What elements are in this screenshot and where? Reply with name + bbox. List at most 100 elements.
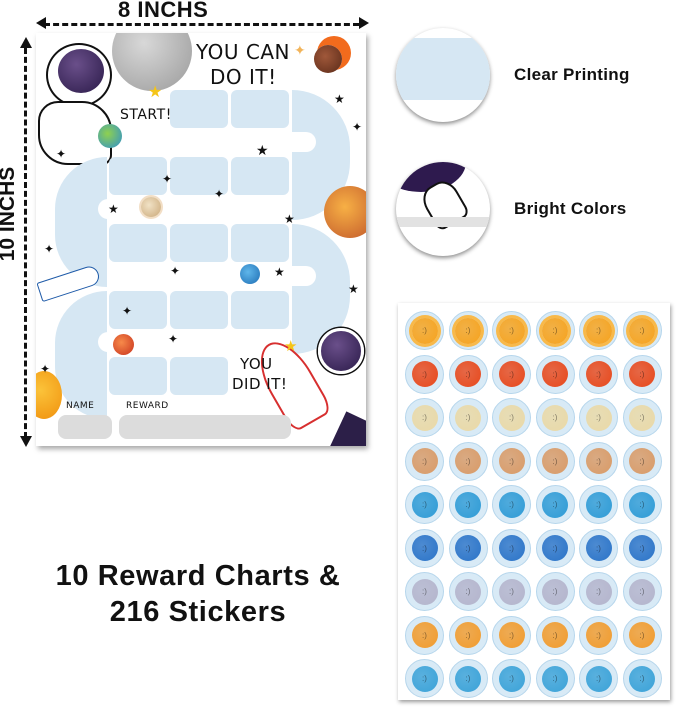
sticker-uranus: :) <box>622 485 662 524</box>
path-gap <box>276 266 316 286</box>
earth-icon: :) <box>585 665 612 692</box>
mars-icon: :) <box>542 361 568 387</box>
sticker-mars: :) <box>579 354 618 394</box>
sticker-venus: :) <box>492 615 531 655</box>
sticker-jupiter: :) <box>579 398 618 437</box>
jupiter-icon: :) <box>411 404 438 431</box>
sparkle-icon: ✦ <box>294 42 306 58</box>
height-dimension-label: 10 INCHS <box>0 154 20 274</box>
sticker-neptune: :) <box>579 528 618 568</box>
mars-icon: :) <box>498 361 525 387</box>
sticker-saturn: :) <box>492 441 531 481</box>
sticker-neptune: :) <box>405 528 444 568</box>
neptune-icon: :) <box>542 535 568 561</box>
sticker-sheet: :):):):):):):):):):):):):):):):):):):):)… <box>398 303 670 700</box>
sticker-jupiter: :) <box>405 398 444 437</box>
sun-icon: :) <box>542 317 568 344</box>
venus-icon: :) <box>542 622 568 648</box>
mars-icon: :) <box>411 361 438 387</box>
saturn-icon: :) <box>411 448 438 474</box>
top-caption-line1: YOU CAN <box>196 40 290 64</box>
uranus-icon: :) <box>542 491 568 518</box>
sticker-earth: :) <box>492 659 531 698</box>
reward-chart-board: ✦ YOU CAN DO IT! ★ START! ★ YOU DID IT! … <box>36 33 366 446</box>
sun-icon: :) <box>411 317 438 344</box>
star-icon: ✦ <box>162 172 173 186</box>
reward-label: REWARD <box>126 401 169 411</box>
sticker-neptune: :) <box>535 528 575 568</box>
sticker-jupiter: :) <box>535 398 575 437</box>
sticker-saturn: :) <box>622 441 662 481</box>
sticker-jupiter: :) <box>622 398 662 437</box>
width-dimension-label: 8 INCHS <box>118 0 209 22</box>
sticker-neptune: :) <box>448 528 488 568</box>
star-icon: ★ <box>148 84 163 101</box>
path-tile <box>109 357 167 395</box>
star-icon: ✦ <box>122 304 133 318</box>
neptune-icon: :) <box>629 535 655 561</box>
astronaut-helmet-icon <box>318 328 364 374</box>
sticker-venus: :) <box>448 615 488 655</box>
star-icon: ★ <box>334 92 345 106</box>
star-icon: ★ <box>274 265 285 279</box>
sticker-neptune: :) <box>622 528 662 568</box>
mars-icon: :) <box>629 361 655 387</box>
sticker-sun: :) <box>492 311 531 350</box>
sticker-earth: :) <box>405 659 444 698</box>
saturn-icon: :) <box>542 448 568 474</box>
path-tile <box>109 157 167 195</box>
mars-icon: :) <box>585 361 612 387</box>
path-tile <box>170 157 228 195</box>
neptune-icon <box>240 264 260 284</box>
sticker-earth: :) <box>622 659 662 698</box>
sticker-earth: :) <box>579 659 618 698</box>
sticker-saturn: :) <box>535 441 575 481</box>
space-corner <box>329 411 366 446</box>
sticker-sun: :) <box>579 311 618 350</box>
uranus-icon: :) <box>585 491 612 518</box>
saturn-icon: :) <box>585 448 612 474</box>
earth-icon: :) <box>629 665 655 692</box>
earth-icon: :) <box>542 665 568 692</box>
moon-icon: :) <box>498 578 525 605</box>
mars-icon <box>113 334 134 355</box>
path-tile <box>170 357 228 395</box>
saturn-icon: :) <box>498 448 525 474</box>
jupiter-icon: :) <box>498 404 525 431</box>
arrow-right-icon <box>359 17 369 29</box>
moon-icon: :) <box>629 578 655 605</box>
star-icon: ★ <box>256 142 269 158</box>
sticker-venus: :) <box>622 615 662 655</box>
sticker-saturn: :) <box>448 441 488 481</box>
earth-icon: :) <box>498 665 525 692</box>
path-tile <box>231 157 289 195</box>
sticker-uranus: :) <box>448 485 488 524</box>
sticker-earth: :) <box>535 659 575 698</box>
sticker-jupiter: :) <box>492 398 531 437</box>
star-icon: ★ <box>348 282 359 296</box>
start-label: START! <box>120 107 172 123</box>
star-icon: ★ <box>284 338 298 355</box>
moon-icon: :) <box>411 578 438 605</box>
earth-icon: :) <box>411 665 438 692</box>
venus-icon: :) <box>585 622 612 648</box>
path-curve <box>55 291 107 419</box>
sticker-sun: :) <box>405 311 444 350</box>
sun-icon: :) <box>455 317 481 344</box>
sticker-venus: :) <box>579 615 618 655</box>
venus-icon: :) <box>455 622 481 648</box>
sticker-mars: :) <box>448 354 488 394</box>
uranus-icon: :) <box>498 491 525 518</box>
finish-label-line1: YOU <box>240 355 273 373</box>
star-icon: ★ <box>284 212 295 226</box>
moon-icon <box>112 33 192 91</box>
star-icon: ✦ <box>352 120 363 134</box>
sticker-mars: :) <box>535 354 575 394</box>
jupiter-icon: :) <box>629 404 655 431</box>
arrow-up-icon <box>20 37 32 48</box>
path-tile-closeup <box>396 38 490 100</box>
sticker-mars: :) <box>405 354 444 394</box>
sticker-uranus: :) <box>492 485 531 524</box>
headline-line2: 216 Stickers <box>109 596 287 628</box>
sticker-mars: :) <box>492 354 531 394</box>
